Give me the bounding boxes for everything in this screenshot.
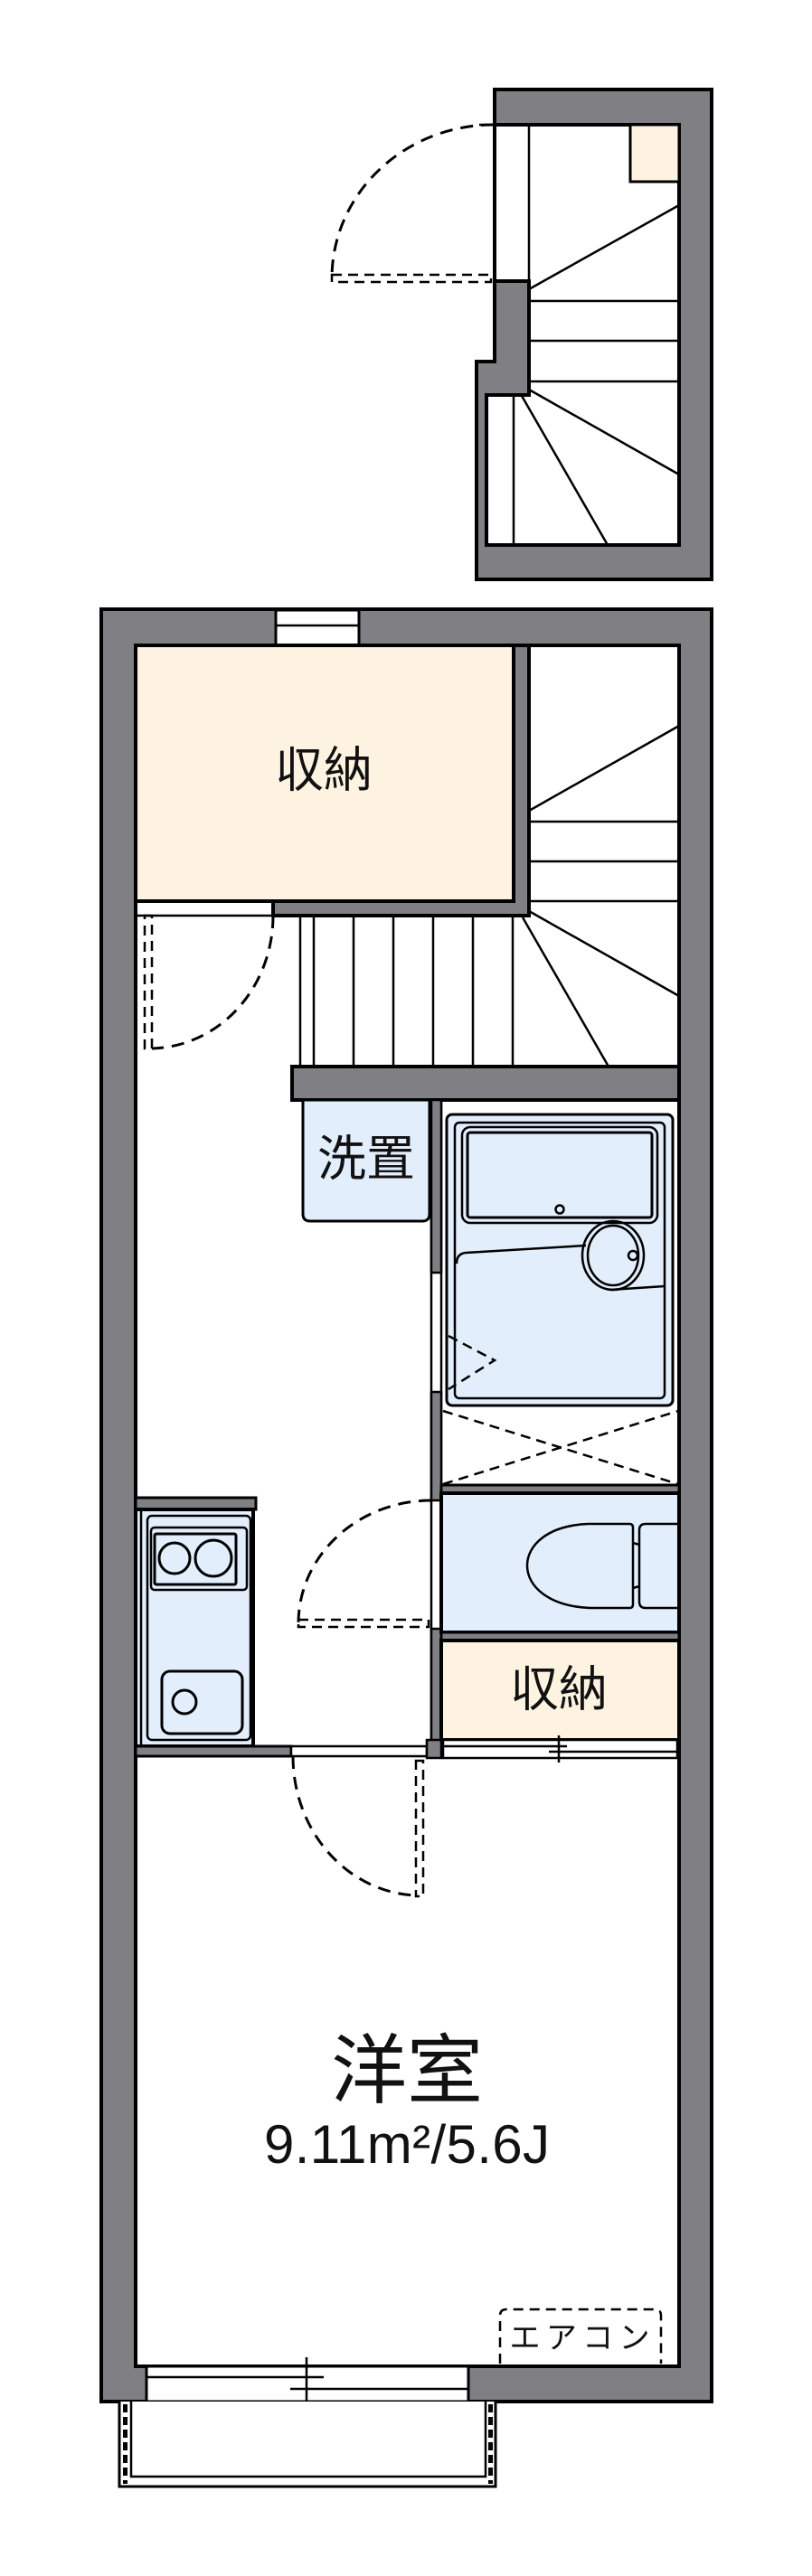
sink-drain-icon (171, 1688, 198, 1716)
bath-folding-door-icon (448, 1334, 497, 1391)
stair-tread-line (528, 724, 680, 813)
wall-corner (425, 1738, 443, 1760)
kitchen (134, 1496, 258, 1748)
bathtub-outer (460, 1125, 659, 1225)
kitchen-sink-icon (160, 1669, 244, 1735)
laundry-space: 洗置 (301, 1098, 431, 1223)
burner-icon (157, 1541, 192, 1575)
main-unit: 収納 洗置 (99, 607, 713, 2408)
door-leaf (414, 1759, 425, 1898)
balcony-outer-edge (118, 2402, 497, 2488)
kitchen-room-wall (134, 1744, 293, 1758)
bath-ceiling-cross (442, 1409, 679, 1486)
room-door-opening (289, 1744, 429, 1758)
toilet-tank (637, 1522, 679, 1610)
toilet-hinge (632, 1541, 640, 1547)
partition-wall (430, 1390, 443, 1502)
door-leaf (297, 1618, 430, 1629)
toilet-floor (439, 1491, 681, 1634)
storage-lower-area (439, 1639, 681, 1742)
tower-stairs-icon (512, 203, 680, 546)
toilet-door-swing-icon (297, 1499, 432, 1629)
balcony-inner-edge (129, 2402, 487, 2478)
stove-plate (153, 1532, 238, 1586)
tower-floor (485, 123, 681, 547)
toilet-bowl (525, 1522, 635, 1610)
air-conditioner-outline (498, 2308, 663, 2364)
stair-tread-line (528, 909, 680, 998)
upper-stair-tower (330, 88, 713, 581)
partition-wall (430, 1098, 443, 1274)
stove-top (149, 1526, 249, 1592)
room-door-swing-icon (291, 1755, 425, 1898)
closet-door-swing-icon (143, 914, 275, 1050)
stair-base-wall (290, 1065, 681, 1102)
stair-tread-line (521, 917, 610, 1067)
burner-icon (194, 1538, 233, 1578)
door-arc (330, 123, 495, 279)
balcony-icon (118, 2402, 497, 2488)
western-room-area: 9.11m²/5.6J (264, 2114, 550, 2175)
western-room: 洋室 9.11m²/5.6J (264, 2026, 550, 2175)
sink-basin (160, 1669, 244, 1735)
storage-sliding-door-icon (441, 1735, 679, 1763)
stove-icon (149, 1526, 249, 1592)
storage-lower-label: 収納 (510, 1661, 608, 1718)
storage-upper-label: 収納 (275, 742, 373, 799)
main-stairs-icon (298, 724, 680, 1067)
western-room-label: 洋室 (331, 2026, 483, 2115)
door-arc (151, 915, 275, 1050)
stair-tread-line (528, 203, 680, 291)
unit-bath-icon (445, 1113, 675, 1407)
storage-closet-upper: 収納 (134, 644, 515, 903)
bath-floor-divider (455, 1244, 587, 1264)
laundry-label: 洗置 (317, 1131, 415, 1188)
top-window-icon (274, 608, 361, 647)
toilet-hinge (632, 1584, 640, 1590)
balcony-window-icon (145, 2357, 470, 2408)
bath-unit (445, 1113, 675, 1407)
tower-door-swing-icon (330, 123, 495, 284)
bathtub-inner (466, 1131, 654, 1219)
door-arc (297, 1499, 432, 1624)
sliding-door-frame (441, 1738, 679, 1760)
window-frame (274, 608, 361, 647)
storage-upper-area (134, 644, 515, 903)
cross-dash-line (442, 1409, 679, 1486)
tub-drain-icon (554, 1204, 565, 1215)
stair-tread-line (528, 388, 680, 476)
washer-pan (301, 1098, 431, 1223)
door-leaf (143, 914, 154, 1050)
toilet-icon (525, 1522, 679, 1610)
door-leaf (330, 273, 493, 284)
storage-closet-lower: 収納 (439, 1639, 681, 1742)
tower-storage-box (628, 123, 681, 183)
stair-tread-line (520, 395, 609, 546)
door-arc (291, 1755, 417, 1897)
basin-drain-icon (627, 1249, 639, 1262)
toilet-room (439, 1491, 681, 1634)
bath-floor-edge (453, 1121, 666, 1400)
wash-basin-icon (581, 1219, 646, 1292)
kitchen-counter (146, 1514, 252, 1742)
